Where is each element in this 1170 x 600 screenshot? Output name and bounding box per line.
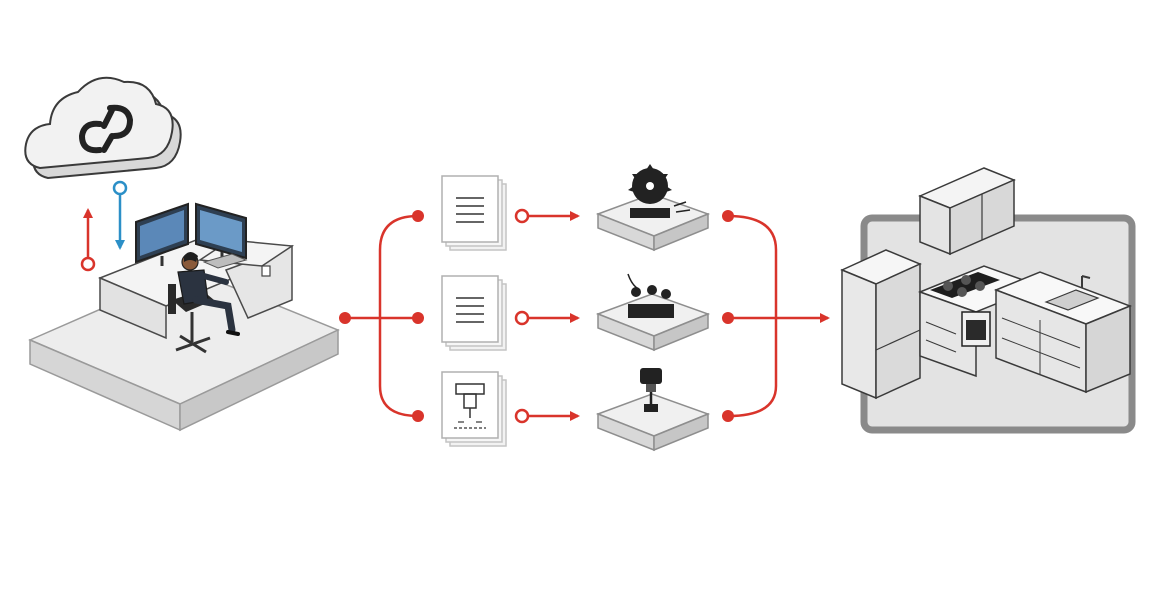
finished-kitchen-icon xyxy=(840,167,1136,434)
doc-to-machine-arrow xyxy=(514,310,580,326)
document-icon xyxy=(441,175,507,251)
distribution-connector xyxy=(339,210,424,422)
cnc-drilling-machine-icon xyxy=(595,368,711,452)
assembly-connector xyxy=(722,210,830,422)
document-icon xyxy=(441,275,507,351)
doc-to-machine-arrow xyxy=(514,408,580,424)
doc-to-machine-arrow xyxy=(514,208,580,224)
download-arrow xyxy=(112,180,128,250)
technical-drawing-icon xyxy=(441,371,507,447)
cloud-sync-icon xyxy=(24,76,182,180)
saw-cutting-machine-icon xyxy=(595,164,711,252)
designer-workstation-icon xyxy=(28,202,340,432)
upload-arrow xyxy=(80,208,96,272)
edge-banding-machine-icon xyxy=(595,273,711,352)
